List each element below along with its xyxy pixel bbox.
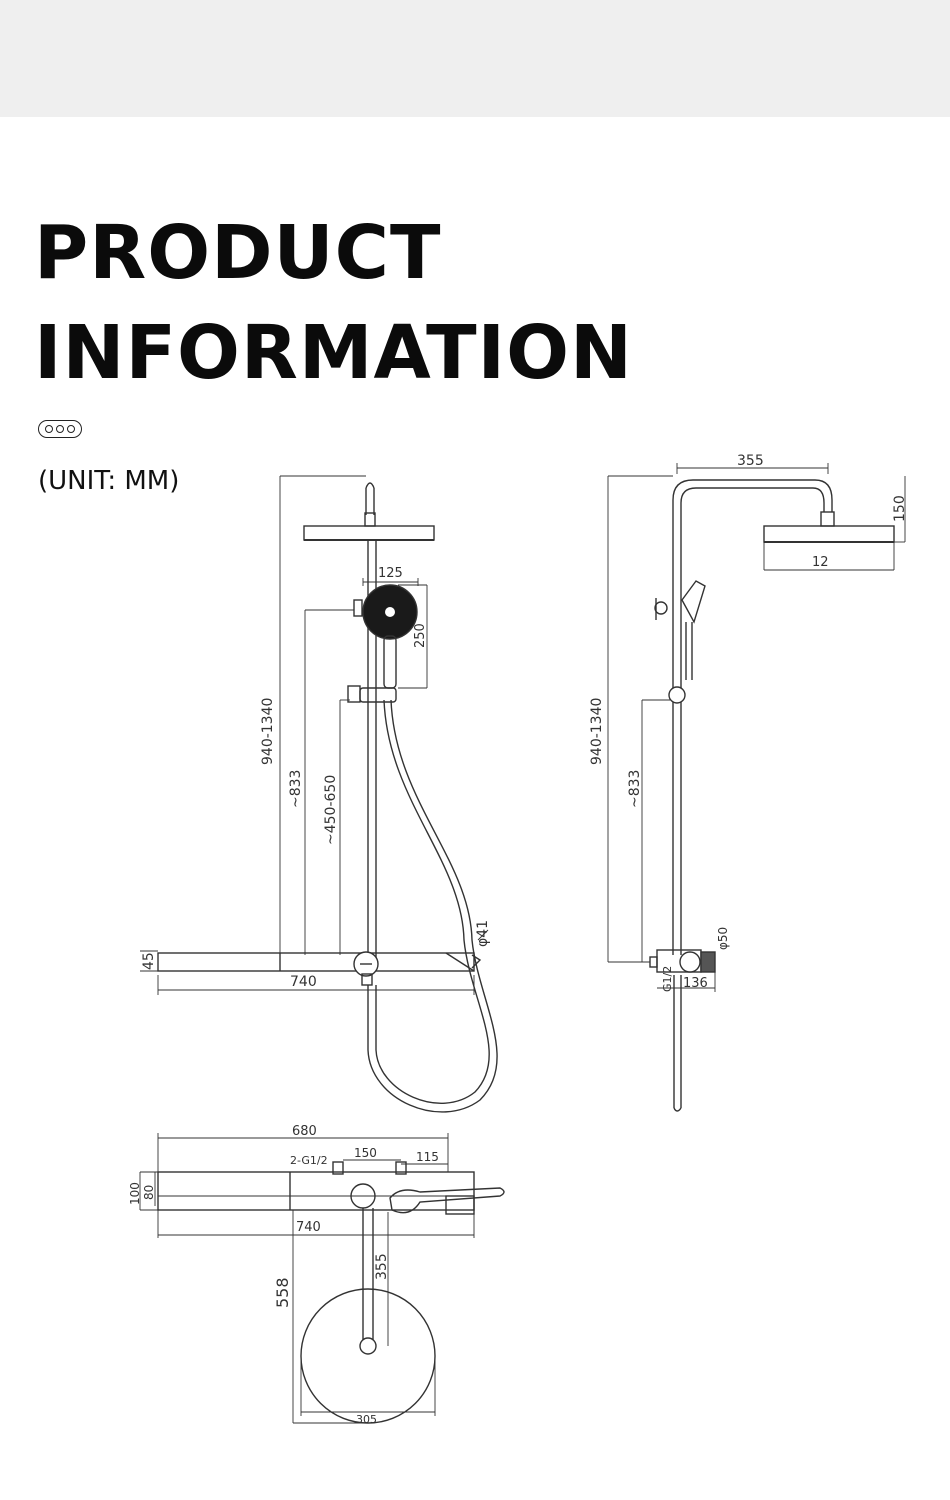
top-banner bbox=[0, 0, 950, 117]
side-inlet-thread-label: G1/2 bbox=[661, 966, 674, 992]
front-head-depth-label: 125 bbox=[378, 566, 403, 581]
top-inlet-offset-label: 115 bbox=[416, 1150, 439, 1164]
side-view bbox=[607, 463, 906, 1112]
top-head-reach-label: 558 bbox=[273, 1277, 292, 1308]
front-hose-diameter-label: φ41 bbox=[475, 920, 491, 947]
dot bbox=[67, 425, 75, 433]
top-arm-projection-label: 355 bbox=[374, 1253, 390, 1280]
front-hand-height-label: 250 bbox=[413, 623, 428, 648]
top-shelf-depth-label: 80 bbox=[142, 1185, 156, 1200]
top-inlet-spacing-label: 150 bbox=[354, 1146, 377, 1160]
top-shelf-width-label: 740 bbox=[296, 1220, 321, 1235]
front-bar-to-head-label: ~833 bbox=[288, 770, 304, 808]
top-total-width-label: 680 bbox=[292, 1124, 317, 1139]
side-bar-to-head-label: ~833 bbox=[627, 770, 643, 808]
side-knob-diameter-label: φ50 bbox=[716, 927, 730, 950]
title-line-1: PRODUCT bbox=[34, 210, 442, 296]
title-line-2: INFORMATION bbox=[34, 310, 633, 396]
top-head-diameter-label: 305 bbox=[356, 1413, 377, 1426]
top-inlet-threads-label: 2-G1/2 bbox=[290, 1154, 328, 1167]
dots-icon bbox=[38, 420, 82, 438]
side-arm-length-label: 355 bbox=[737, 453, 764, 469]
side-valve-depth-label: 136 bbox=[683, 976, 708, 991]
front-overall-height-label: 940-1340 bbox=[260, 698, 276, 765]
dot bbox=[45, 425, 53, 433]
unit-note: (UNIT: MM) bbox=[38, 466, 180, 496]
front-shelf-width-label: 740 bbox=[290, 974, 317, 990]
front-view bbox=[140, 475, 498, 1113]
top-view bbox=[139, 1133, 505, 1424]
side-overall-height-label: 940-1340 bbox=[589, 698, 605, 765]
front-bar-to-holder-label: ~450-650 bbox=[323, 775, 339, 845]
front-shelf-height-label: 45 bbox=[141, 952, 157, 970]
side-head-height-label: 150 bbox=[892, 495, 908, 522]
side-head-thickness-label: 12 bbox=[812, 555, 829, 570]
top-overall-depth-label: 100 bbox=[128, 1182, 142, 1205]
dot bbox=[56, 425, 64, 433]
